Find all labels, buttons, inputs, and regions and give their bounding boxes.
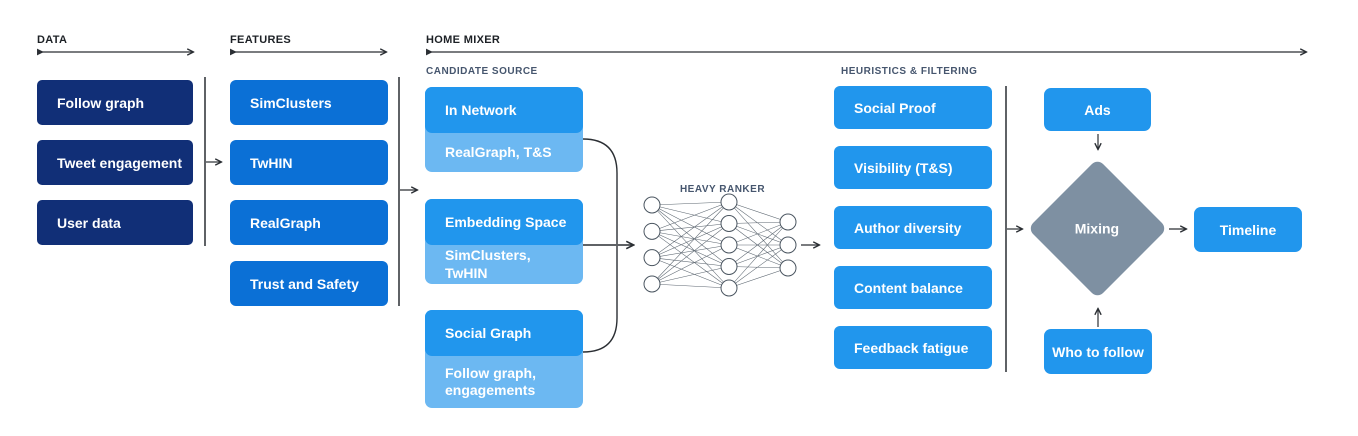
candidate-source-label: CANDIDATE SOURCE xyxy=(426,66,538,77)
group-title-label: In Network xyxy=(445,102,517,118)
in-network-connector xyxy=(582,138,618,244)
node-mixing-diamond: Mixing xyxy=(1027,158,1168,299)
group-embedding-space: Embedding Space SimClusters, TwHIN xyxy=(425,199,583,284)
node-label: Who to follow xyxy=(1052,343,1144,360)
node-label: Social Proof xyxy=(854,99,936,116)
node-realgraph: RealGraph xyxy=(230,200,388,245)
node-author-diversity: Author diversity xyxy=(834,206,992,249)
group-title-label: Social Graph xyxy=(445,325,532,341)
network-node xyxy=(643,222,661,240)
node-label: Author diversity xyxy=(854,219,962,236)
network-node xyxy=(720,193,738,211)
node-simclusters: SimClusters xyxy=(230,80,388,125)
node-content-balance: Content balance xyxy=(834,266,992,309)
network-node xyxy=(720,258,738,275)
network-node xyxy=(720,236,738,254)
group-subtitle: SimClusters, TwHIN xyxy=(445,247,531,281)
group-subtitle: RealGraph, T&S xyxy=(445,143,552,160)
node-tweet-engagement: Tweet engagement xyxy=(37,140,193,185)
social-graph-connector xyxy=(582,246,618,353)
node-who-to-follow: Who to follow xyxy=(1044,329,1152,374)
network-node xyxy=(779,236,797,254)
network-node xyxy=(643,275,661,293)
node-label: Mixing xyxy=(1075,220,1120,237)
node-label: Trust and Safety xyxy=(250,275,359,292)
node-visibility: Visibility (T&S) xyxy=(834,146,992,189)
group-subtitle: Follow graph, engagements xyxy=(445,364,536,399)
network-node xyxy=(720,215,738,232)
node-social-proof: Social Proof xyxy=(834,86,992,129)
node-label: Tweet engagement xyxy=(57,154,182,171)
heuristics-filtering-label: HEURISTICS & FILTERING xyxy=(841,66,978,77)
features-section-label: FEATURES xyxy=(230,34,292,46)
node-label: Content balance xyxy=(854,279,963,296)
network-node xyxy=(643,249,661,267)
network-node xyxy=(643,196,661,214)
group-in-network: In Network RealGraph, T&S xyxy=(425,87,583,172)
node-follow-graph: Follow graph xyxy=(37,80,193,125)
node-ads: Ads xyxy=(1044,88,1151,131)
node-user-data: User data xyxy=(37,200,193,245)
group-title: Embedding Space xyxy=(425,199,583,245)
node-label: SimClusters xyxy=(250,94,332,111)
node-feedback-fatigue: Feedback fatigue xyxy=(834,326,992,369)
node-label: Timeline xyxy=(1219,221,1277,238)
network-node xyxy=(720,279,738,297)
node-label: User data xyxy=(57,214,121,231)
network-node xyxy=(779,213,797,231)
group-social-graph: Social Graph Follow graph, engagements xyxy=(425,310,583,408)
node-label: TwHIN xyxy=(250,154,293,171)
node-timeline: Timeline xyxy=(1194,207,1302,252)
node-label: Follow graph xyxy=(57,94,145,111)
group-title: In Network xyxy=(425,87,583,133)
data-section-label: DATA xyxy=(37,34,68,46)
network-node xyxy=(779,259,797,277)
node-twhin: TwHIN xyxy=(230,140,388,185)
node-trust-and-safety: Trust and Safety xyxy=(230,261,388,306)
node-label: Visibility (T&S) xyxy=(854,159,953,176)
heavy-ranker-network xyxy=(643,193,797,297)
home-mixer-section-label: HOME MIXER xyxy=(426,34,501,46)
group-title: Social Graph xyxy=(425,310,583,356)
node-label: Feedback fatigue xyxy=(854,339,969,356)
node-label: RealGraph xyxy=(250,214,321,231)
group-title-label: Embedding Space xyxy=(445,214,567,230)
node-label: Ads xyxy=(1084,101,1111,118)
heavy-ranker-label: HEAVY RANKER xyxy=(679,184,766,195)
